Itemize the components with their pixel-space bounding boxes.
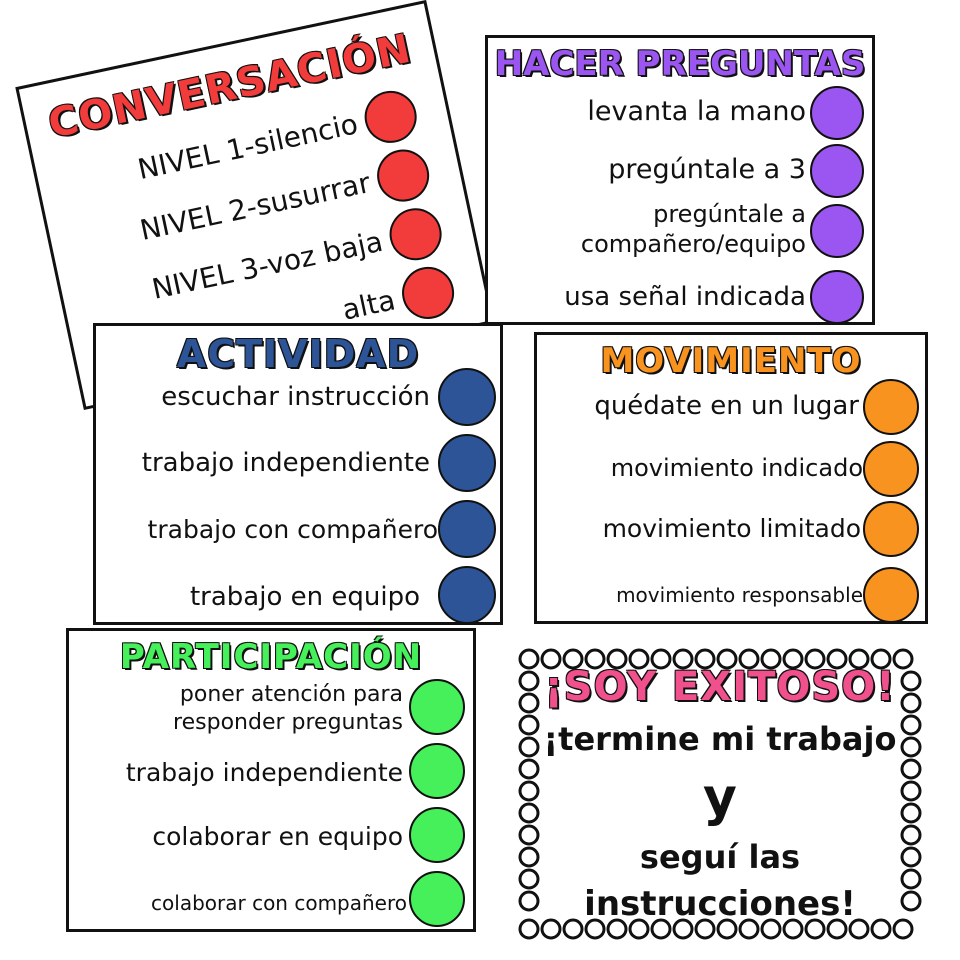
participacion-dot-4 bbox=[409, 871, 465, 927]
preguntas-card: HACER PREGUNTAS levanta la mano pregúnta… bbox=[485, 35, 875, 325]
participacion-item-2: trabajo independiente bbox=[125, 757, 403, 787]
actividad-item-1: escuchar instrucción bbox=[161, 382, 430, 413]
preguntas-dot-1 bbox=[810, 86, 864, 140]
participacion-title: PARTICIPACIÓN bbox=[119, 637, 423, 677]
conversacion-dot-3 bbox=[384, 203, 447, 266]
preguntas-dot-3 bbox=[810, 204, 864, 258]
participacion-dot-2 bbox=[409, 743, 465, 799]
actividad-dot-2 bbox=[438, 434, 496, 492]
participacion-card: PARTICIPACIÓN poner atención para respon… bbox=[66, 628, 476, 932]
preguntas-item-3a: pregúntale a bbox=[653, 200, 806, 229]
actividad-dot-3 bbox=[438, 500, 496, 558]
preguntas-dot-4 bbox=[810, 270, 864, 322]
conversacion-dot-2 bbox=[372, 144, 434, 207]
preguntas-dot-2 bbox=[810, 144, 864, 198]
movimiento-title: MOVIMIENTO bbox=[600, 341, 862, 381]
movimiento-dot-4 bbox=[863, 567, 919, 621]
movimiento-item-2: movimiento indicado bbox=[610, 454, 863, 483]
participacion-item-1a: poner atención para bbox=[179, 682, 403, 708]
preguntas-item-3b: compañero/equipo bbox=[580, 230, 806, 259]
movimiento-item-3: movimiento limitado bbox=[602, 513, 861, 543]
preguntas-item-1: levanta la mano bbox=[587, 95, 806, 127]
movimiento-item-4: movimiento responsable bbox=[616, 582, 863, 607]
movimiento-item-1: quédate en un lugar bbox=[594, 391, 859, 422]
conversacion-dot-1 bbox=[359, 86, 422, 148]
movimiento-dot-2 bbox=[863, 441, 919, 497]
participacion-dot-1 bbox=[409, 679, 465, 735]
movimiento-dot-1 bbox=[863, 379, 919, 435]
actividad-item-3: trabajo con compañero bbox=[147, 514, 438, 544]
exitoso-line-1: ¡termine mi trabajo bbox=[543, 720, 897, 758]
exitoso-line-3: seguí las bbox=[639, 838, 801, 876]
participacion-item-1b: responder preguntas bbox=[173, 710, 403, 736]
actividad-item-4: trabajo en equipo bbox=[189, 582, 420, 613]
participacion-item-3: colaborar en equipo bbox=[152, 821, 403, 851]
conversacion-dot-4 bbox=[397, 262, 459, 324]
movimiento-card: MOVIMIENTO quédate en un lugar movimient… bbox=[534, 332, 928, 624]
preguntas-title: HACER PREGUNTAS bbox=[494, 44, 866, 84]
exitoso-line-2: y bbox=[703, 768, 737, 828]
exitoso-card: ¡SOY EXITOSO! ¡termine mi trabajo y segu… bbox=[510, 640, 930, 948]
scallop-frame bbox=[518, 648, 922, 940]
exitoso-line-4: instrucciones! bbox=[584, 884, 856, 924]
participacion-dot-3 bbox=[409, 807, 465, 863]
actividad-card: ACTIVIDAD escuchar instrucción trabajo i… bbox=[93, 323, 503, 625]
actividad-title: ACTIVIDAD bbox=[176, 332, 420, 376]
preguntas-item-2: pregúntale a 3 bbox=[608, 153, 806, 185]
exitoso-title: ¡SOY EXITOSO! bbox=[544, 664, 896, 710]
actividad-dot-4 bbox=[438, 566, 496, 622]
actividad-dot-1 bbox=[438, 368, 496, 426]
participacion-item-4: colaborar con compañero bbox=[151, 890, 407, 915]
movimiento-dot-3 bbox=[863, 501, 919, 557]
actividad-item-2: trabajo independiente bbox=[141, 448, 430, 479]
preguntas-item-4: usa señal indicada bbox=[564, 282, 806, 313]
